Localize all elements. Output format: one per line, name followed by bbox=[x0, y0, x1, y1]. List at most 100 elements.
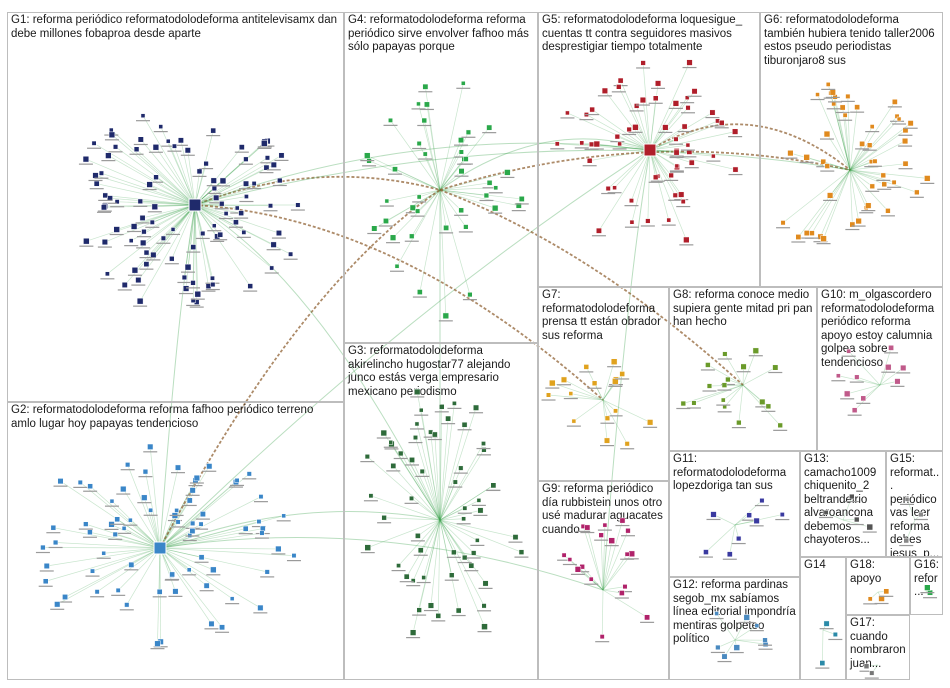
edge bbox=[602, 399, 628, 444]
edge bbox=[602, 554, 628, 591]
edge bbox=[596, 143, 651, 151]
network-node bbox=[246, 471, 252, 477]
edge bbox=[829, 169, 851, 196]
group-title-g9: G9: reforma periódico día rubbistein uno… bbox=[542, 483, 663, 536]
network-node bbox=[409, 629, 417, 636]
edge bbox=[159, 513, 204, 549]
network-node bbox=[171, 143, 177, 149]
network-node bbox=[732, 166, 739, 173]
group-panel-g7: G7: reformatodolodeforma prensa tt están… bbox=[538, 287, 669, 481]
network-node bbox=[83, 237, 90, 245]
inter-group-edge bbox=[194, 204, 604, 401]
edge bbox=[46, 547, 161, 567]
inter-group-edge bbox=[649, 123, 851, 171]
edge bbox=[636, 105, 651, 151]
network-node bbox=[584, 524, 591, 531]
network-node bbox=[598, 532, 604, 538]
network-node bbox=[629, 198, 634, 204]
group-panel-g2: G2: reformatodolodeforma reforma fafhoo … bbox=[7, 402, 344, 680]
network-node bbox=[678, 191, 685, 198]
network-node bbox=[686, 59, 693, 66]
network-node bbox=[903, 537, 909, 544]
inter-group-edge bbox=[439, 138, 651, 191]
edge bbox=[602, 530, 629, 591]
network-node bbox=[900, 364, 907, 371]
network-node bbox=[210, 566, 217, 573]
edge bbox=[136, 148, 196, 206]
edge bbox=[798, 169, 851, 238]
edge bbox=[649, 149, 682, 195]
network-node bbox=[442, 312, 449, 320]
network-node bbox=[918, 511, 924, 518]
network-node bbox=[765, 403, 772, 410]
group-title-g11: G11: reformatodolodeforma lopezdoriga ta… bbox=[673, 453, 787, 492]
edge bbox=[194, 204, 209, 287]
network-node bbox=[251, 181, 257, 186]
edge bbox=[146, 204, 196, 253]
network-node bbox=[624, 551, 630, 557]
network-node bbox=[243, 180, 249, 187]
edge bbox=[607, 149, 651, 189]
edge bbox=[439, 189, 462, 211]
edge bbox=[424, 153, 441, 191]
edge bbox=[849, 169, 885, 185]
network-node bbox=[295, 202, 301, 208]
edge bbox=[368, 160, 441, 191]
edge bbox=[439, 140, 462, 191]
edge bbox=[159, 547, 268, 573]
edge bbox=[194, 141, 266, 206]
network-node bbox=[685, 105, 691, 111]
network-node bbox=[234, 477, 240, 483]
network-node bbox=[416, 194, 422, 200]
edge bbox=[563, 379, 604, 401]
edge bbox=[439, 189, 522, 200]
group-title-g2: G2: reformatodolodeforma reforma fafhoo … bbox=[11, 404, 314, 430]
network-node bbox=[384, 198, 390, 204]
network-node bbox=[673, 136, 679, 142]
network-node bbox=[549, 379, 556, 387]
hub-node bbox=[188, 198, 202, 212]
edge bbox=[848, 350, 881, 386]
edge bbox=[602, 589, 648, 618]
edge bbox=[439, 519, 474, 554]
network-node bbox=[894, 378, 901, 385]
network-node bbox=[87, 529, 93, 535]
edge bbox=[109, 197, 196, 206]
edge bbox=[194, 204, 272, 269]
network-node bbox=[261, 140, 268, 147]
edge bbox=[439, 510, 481, 521]
edge bbox=[705, 524, 736, 553]
edge bbox=[439, 519, 486, 584]
edge bbox=[683, 384, 744, 404]
network-node bbox=[518, 549, 525, 555]
edge bbox=[60, 480, 161, 549]
edge bbox=[642, 62, 651, 151]
network-node bbox=[452, 479, 458, 485]
edge bbox=[729, 524, 736, 555]
edge bbox=[649, 91, 695, 151]
network-node bbox=[691, 400, 697, 406]
edge bbox=[591, 109, 651, 151]
network-node bbox=[902, 127, 909, 134]
network-node bbox=[625, 528, 631, 534]
group-panel-g11: G11: reformatodolodeforma lopezdoriga ta… bbox=[669, 451, 800, 577]
network-node bbox=[91, 140, 97, 146]
edge bbox=[618, 86, 651, 151]
network-node bbox=[565, 110, 570, 116]
network-node bbox=[83, 521, 89, 527]
network-node bbox=[133, 146, 140, 152]
network-node bbox=[865, 202, 872, 209]
network-node bbox=[596, 227, 602, 234]
network-node bbox=[269, 265, 275, 271]
edge bbox=[192, 204, 196, 248]
edge bbox=[171, 204, 196, 259]
edge bbox=[367, 155, 441, 191]
network-node bbox=[632, 124, 639, 131]
edge bbox=[439, 449, 485, 521]
network-node bbox=[855, 217, 862, 225]
network-node bbox=[686, 148, 693, 155]
network-node bbox=[241, 229, 247, 235]
edge bbox=[439, 418, 449, 521]
edge bbox=[89, 531, 161, 549]
edge bbox=[154, 204, 196, 208]
